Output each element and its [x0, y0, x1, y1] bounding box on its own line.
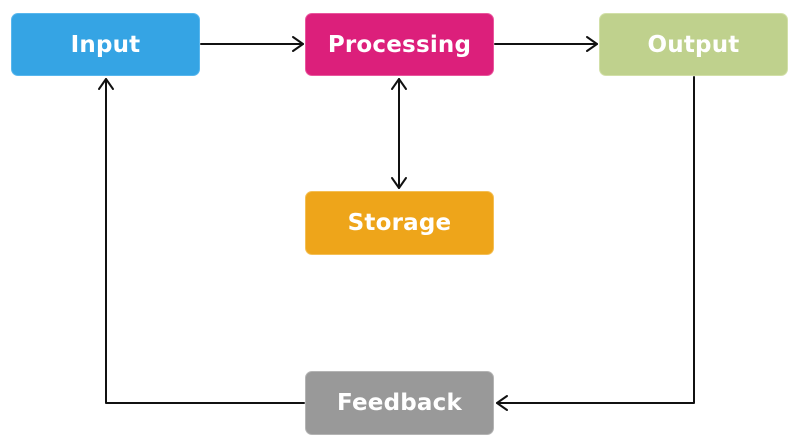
storage-node: Storage [305, 191, 494, 255]
arrowhead-output-left [586, 36, 598, 52]
arrow-feedback-to-input [105, 78, 305, 404]
feedback-node: Feedback [305, 371, 494, 435]
processing-node: Processing [305, 13, 494, 76]
arrowhead-processing-left [292, 36, 304, 52]
input-node: Input [11, 13, 200, 76]
arrowhead-processing-bottom [391, 78, 407, 90]
arrow-output-to-feedback [496, 76, 695, 404]
output-node: Output [599, 13, 788, 76]
arrowhead-feedback-right [496, 395, 508, 411]
arrowhead-storage-top [391, 177, 407, 189]
arrowhead-input-bottom [98, 78, 114, 90]
